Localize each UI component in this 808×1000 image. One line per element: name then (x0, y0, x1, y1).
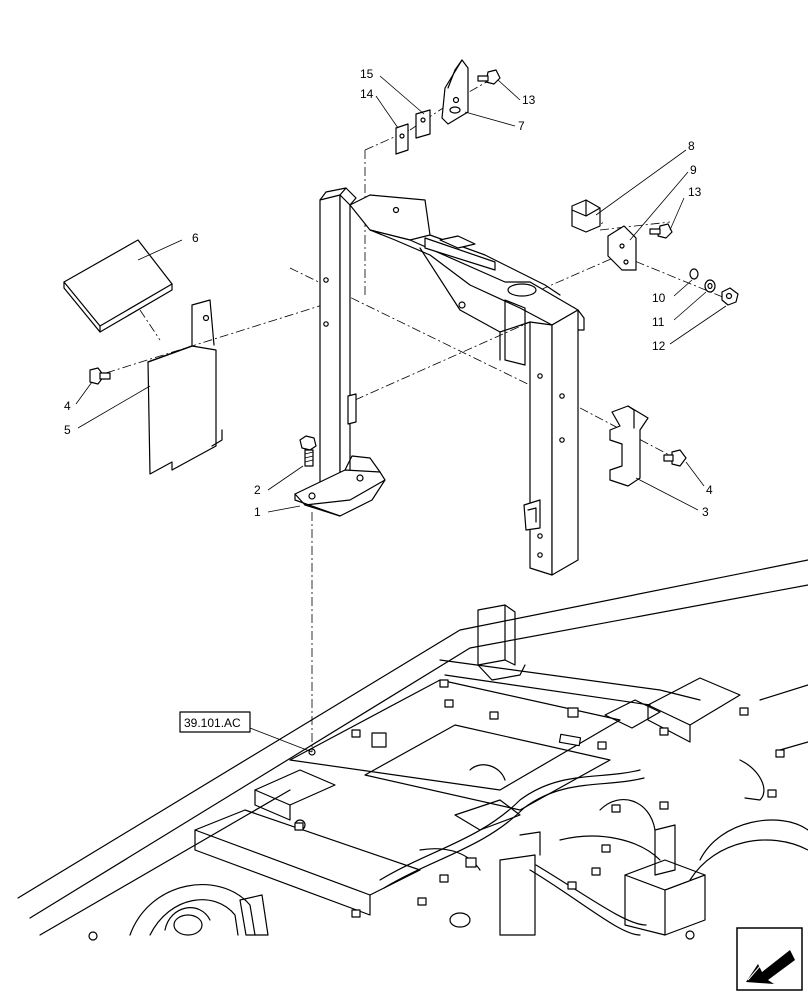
screw-part-13-right (649, 223, 673, 239)
callout-4-left: 4 (64, 399, 71, 413)
pad-part-6 (63, 239, 173, 333)
callout-8: 8 (688, 139, 695, 153)
latch-plate-part-7 (441, 59, 469, 125)
bolt-part-4-right (663, 449, 687, 467)
reference-label: 39.101.AC (184, 716, 241, 730)
next-page-arrow-icon[interactable] (736, 927, 803, 991)
bracket-part-9 (607, 225, 637, 271)
callout-12: 12 (652, 339, 666, 353)
callout-5: 5 (64, 423, 71, 437)
spacer-part-14 (395, 123, 409, 155)
guard-frame-assembly (294, 187, 585, 576)
callout-14: 14 (360, 87, 374, 101)
callout-9: 9 (690, 163, 697, 177)
callout-1: 1 (254, 505, 261, 519)
bolt-part-2 (299, 435, 317, 467)
chassis-frame (17, 559, 808, 941)
callout-15: 15 (360, 67, 374, 81)
shield-plate-part-5 (147, 299, 223, 475)
chassis-fasteners (88, 679, 785, 941)
callout-2: 2 (254, 483, 261, 497)
bracket-part-3 (609, 405, 649, 487)
callout-10: 10 (652, 291, 666, 305)
washer-part-10 (689, 268, 699, 280)
callout-7: 7 (518, 119, 525, 133)
callout-4-right: 4 (706, 483, 713, 497)
screw-part-13-upper (477, 69, 501, 85)
callout-leaders (75, 75, 727, 753)
rubber-block-part-8 (571, 199, 601, 233)
callout-6: 6 (192, 231, 199, 245)
callout-3: 3 (702, 505, 709, 519)
washer-part-11 (704, 279, 716, 293)
callout-labels: 15 14 13 7 8 9 13 6 10 11 12 4 5 2 1 4 3 (64, 67, 713, 519)
spacer-part-15 (415, 109, 431, 139)
bolt-part-4-left (89, 367, 111, 385)
reference-box[interactable]: 39.101.AC (179, 711, 251, 733)
callout-11: 11 (652, 315, 665, 329)
nut-part-12 (721, 287, 739, 306)
callout-13-upper: 13 (522, 93, 536, 107)
callout-13-right: 13 (688, 185, 702, 199)
